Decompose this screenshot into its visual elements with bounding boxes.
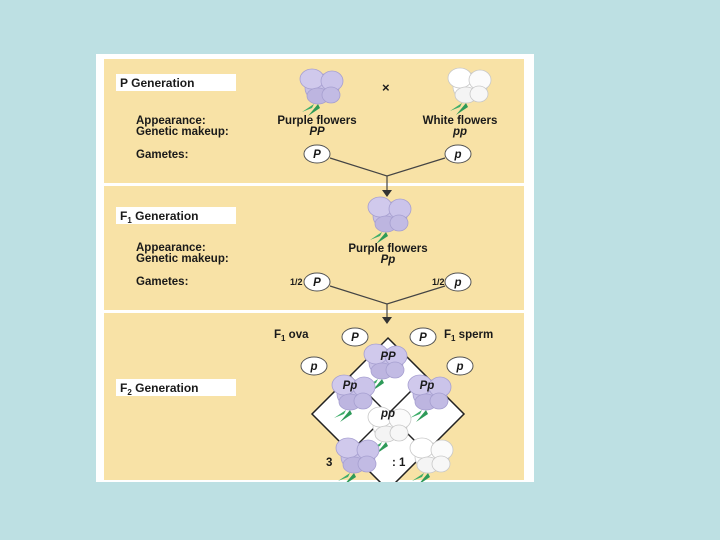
ova-allele-oval — [341, 327, 369, 347]
f2-generation-title: F2 Generation — [120, 381, 198, 397]
sperm-allele-oval — [446, 356, 474, 376]
sperm-allele: p — [455, 361, 463, 373]
parent1-genotype: PP — [309, 126, 325, 138]
punnett-pp-left: Pp — [343, 380, 358, 392]
sperm-allele-oval — [409, 327, 437, 347]
f1-gamete-right: p — [453, 277, 461, 289]
f1-gamete-left-fraction: 1/2 — [290, 277, 303, 287]
f1-gamete-right-oval — [444, 272, 472, 292]
parent1-gamete: P — [313, 149, 321, 161]
f1-genotype: Pp — [381, 254, 396, 266]
f1-gamete-left: P — [313, 277, 321, 289]
punnett-pp-bottom: pp — [380, 408, 395, 420]
punnett-pp-top: PP — [380, 351, 396, 363]
ova-allele: p — [309, 361, 317, 373]
f1-gamete-left-oval — [303, 272, 331, 292]
punnett-pp-right: Pp — [420, 380, 435, 392]
parent2-genotype: pp — [452, 126, 467, 138]
f1-appearance: Purple flowers — [348, 243, 427, 255]
ova-allele-oval — [300, 356, 328, 376]
cross-symbol: × — [382, 80, 390, 95]
parent1-appearance: Purple flowers — [277, 115, 356, 127]
f1-gamete-right-fraction: 1/2 — [432, 277, 445, 287]
ova-allele: P — [351, 332, 359, 344]
parent2-gamete: p — [453, 149, 461, 161]
genetic-makeup-label: Genetic makeup: — [136, 126, 229, 138]
parent2-appearance: White flowers — [423, 115, 498, 127]
parent1-gamete-oval — [303, 144, 331, 164]
f1-generation-title-box — [116, 207, 236, 224]
appearance-label: Appearance: — [136, 242, 206, 254]
monohybrid-cross-diagram: P Generation × Appearance: Genetic makeu… — [104, 59, 524, 482]
p-generation-title-box — [116, 74, 236, 91]
appearance-label: Appearance: — [136, 115, 206, 127]
ratio-purple-count: 3 — [326, 457, 332, 469]
f2-generation-title-box — [116, 379, 236, 396]
genetics-figure: P Generation × Appearance: Genetic makeu… — [96, 54, 534, 482]
ratio-white-count: : 1 — [392, 457, 406, 469]
down-arrow-icon — [382, 190, 392, 197]
f1-generation-title: F1 Generation — [120, 209, 198, 225]
down-arrow-icon — [382, 317, 392, 324]
genetic-makeup-label: Genetic makeup: — [136, 253, 229, 265]
gametes-label: Gametes: — [136, 276, 188, 288]
parent2-gamete-oval — [444, 144, 472, 164]
sperm-allele: P — [419, 332, 427, 344]
f1-sperm-label: F1 sperm — [444, 329, 493, 343]
f1-ova-label: F1 ova — [274, 329, 309, 343]
gametes-label: Gametes: — [136, 149, 188, 161]
p-generation-title: P Generation — [120, 76, 194, 90]
